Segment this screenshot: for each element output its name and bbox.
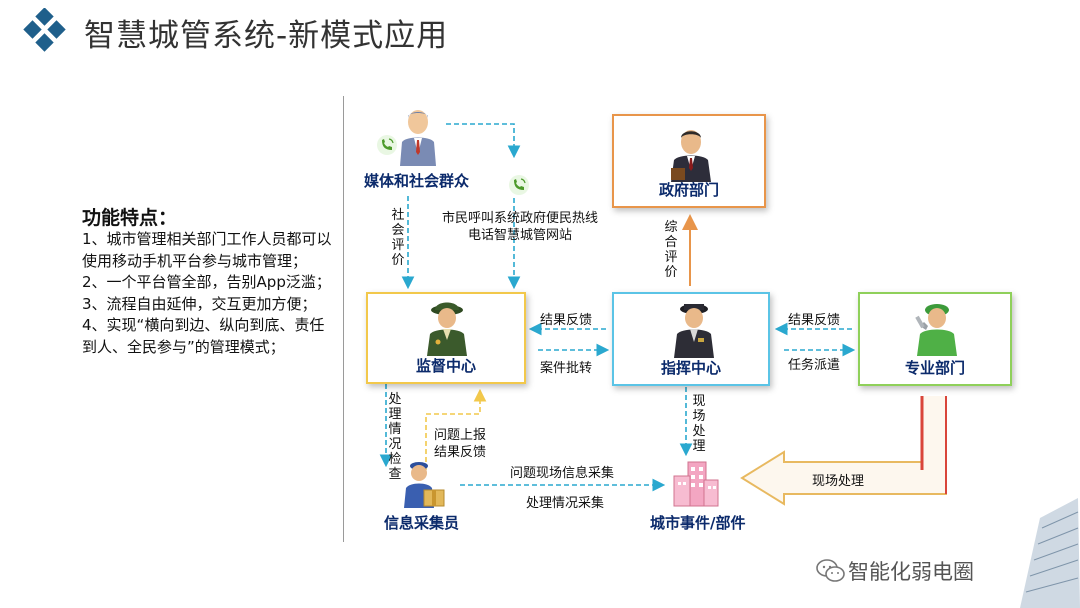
collector-person-icon <box>404 462 445 508</box>
label-result-feedback-3: 结果反馈 <box>434 445 487 460</box>
feature-item: 1、城市管理相关部门工作人员都可以使用移动手机平台参与城市管理； <box>82 230 332 270</box>
label-hotline: 市民呼叫系统政府便民热线电话智慧城管网站 <box>440 210 600 244</box>
page-title: 智慧城管系统-新模式应用 <box>84 18 449 54</box>
features-list: 1、城市管理相关部门工作人员都可以使用移动手机平台参与城市管理； 2、一个平台管… <box>82 229 334 358</box>
label-case-approval: 案件批转 <box>540 361 593 376</box>
label-onsite-handling-1: 现场处理 <box>692 394 706 454</box>
node-public-label: 媒体和社会群众 <box>364 172 470 190</box>
label-handle-collect: 处理情况采集 <box>526 496 605 511</box>
brand-logo-icon <box>23 8 66 52</box>
phone-icon <box>377 135 397 155</box>
label-result-feedback-2: 结果反馈 <box>788 313 841 328</box>
node-departments: 专业部门 <box>858 292 1012 386</box>
government-official-icon <box>671 130 711 182</box>
node-supervision: 监督中心 <box>366 292 526 384</box>
node-government-label: 政府部门 <box>658 181 719 199</box>
node-supervision-label: 监督中心 <box>415 357 476 375</box>
features-heading: 功能特点： <box>82 207 178 229</box>
feature-item: 2、一个平台管全部，告别App泛滥； <box>82 273 331 291</box>
node-command-label: 指挥中心 <box>660 359 721 377</box>
wechat-icon <box>816 559 845 582</box>
citizen-person-icon <box>400 110 436 166</box>
label-comprehensive-eval: 综合评价 <box>664 220 678 280</box>
city-buildings-icon <box>673 461 719 507</box>
label-onsite-handling-2: 现场处理 <box>812 474 865 489</box>
node-events-label: 城市事件/部件 <box>650 514 746 532</box>
label-hotline-text: 市民呼叫系统政府便民热线电话智慧城管网站 <box>441 211 598 243</box>
node-government: 政府部门 <box>612 114 766 208</box>
node-command: 指挥中心 <box>612 292 770 386</box>
node-collector-label: 信息采集员 <box>384 514 460 532</box>
corner-building-decoration <box>1020 498 1080 608</box>
label-social-eval: 社会评价 <box>391 208 405 268</box>
watermark-text: 智能化弱电圈 <box>848 560 974 584</box>
label-handle-check: 处理情况检查 <box>388 392 402 482</box>
feature-item: 4、实现“横向到边、纵向到底、责任到人、全民参与”的管理模式； <box>82 316 325 356</box>
label-result-feedback-1: 结果反馈 <box>540 313 593 328</box>
label-task-dispatch: 任务派遣 <box>788 358 841 373</box>
label-info-collect: 问题现场信息采集 <box>510 466 615 481</box>
node-departments-label: 专业部门 <box>904 359 965 377</box>
label-problem-report: 问题上报 <box>434 428 487 443</box>
supervisor-officer-icon <box>427 302 467 356</box>
commander-officer-icon <box>674 304 714 358</box>
worker-wrench-icon <box>915 304 957 356</box>
phone-icon <box>509 175 529 195</box>
vertical-divider <box>343 96 344 542</box>
feature-item: 3、流程自由延伸，交互更加方便； <box>82 294 317 313</box>
